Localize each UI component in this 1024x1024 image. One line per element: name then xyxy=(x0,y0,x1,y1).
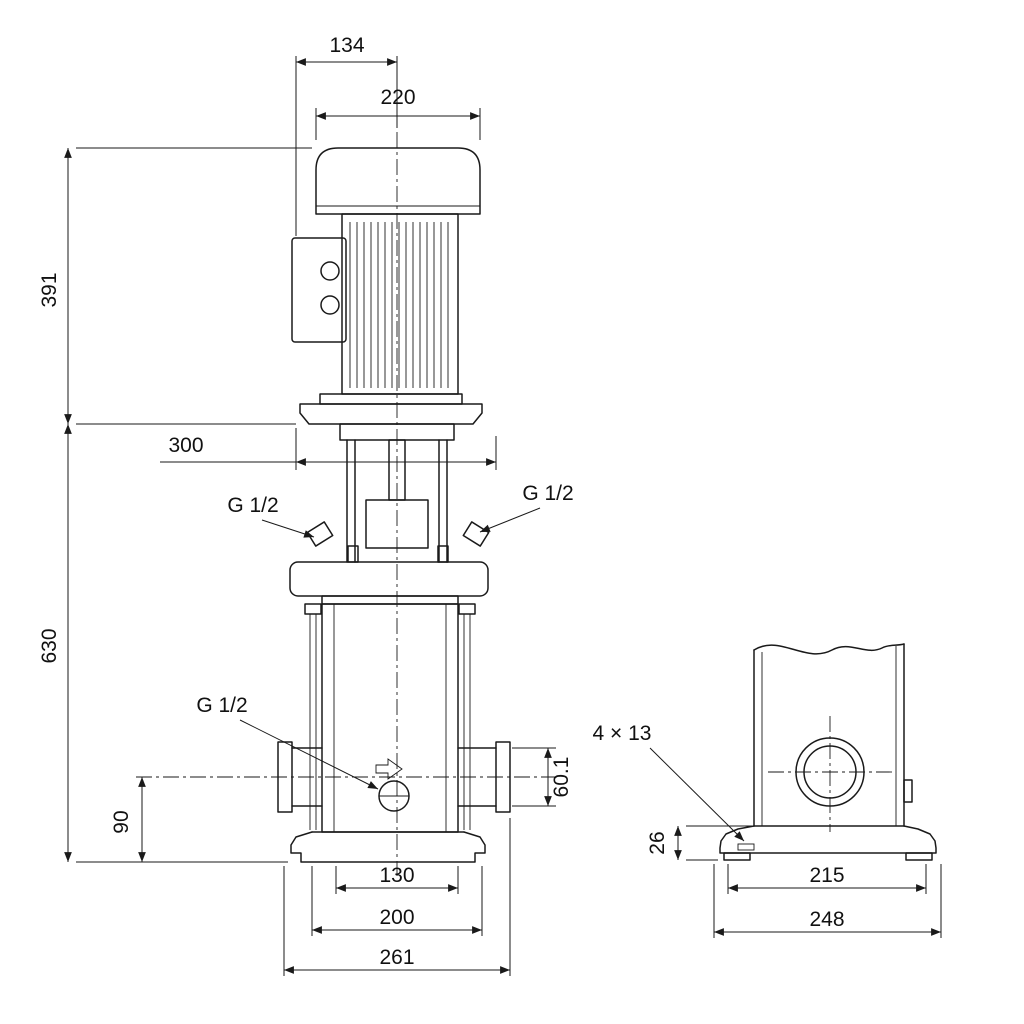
dim-200: 200 xyxy=(311,866,483,936)
dimensions: 134 220 391 630 300 90 xyxy=(38,34,942,976)
dim-134-label: 134 xyxy=(329,34,364,57)
gauge-port-left xyxy=(306,521,334,547)
base-bolt-slot xyxy=(737,843,755,851)
base-foot xyxy=(905,852,933,861)
dim-391: 391 xyxy=(38,147,312,425)
centerlines xyxy=(136,132,560,876)
dim-215: 215 xyxy=(727,864,927,894)
pump-head-flange xyxy=(289,561,489,615)
pump-base xyxy=(290,831,486,863)
pump-chamber xyxy=(309,603,471,833)
dim-60-1-label: 60.1 xyxy=(550,757,573,798)
coupling-guard xyxy=(365,499,429,549)
motor-fan-cover xyxy=(315,147,481,215)
dim-215-label: 215 xyxy=(809,864,844,887)
motor-stool xyxy=(306,423,490,563)
dim-630-label: 630 xyxy=(38,628,61,663)
dim-300-label: 300 xyxy=(168,434,203,457)
dim-261: 261 xyxy=(283,818,511,976)
dim-220: 220 xyxy=(315,86,481,140)
terminal-box xyxy=(291,237,347,343)
staybolt-nut xyxy=(458,603,476,615)
side-body xyxy=(753,643,913,827)
holes-label: 4 × 13 xyxy=(593,722,652,745)
dim-26: 26 xyxy=(646,825,752,861)
dim-391-label: 391 xyxy=(38,272,61,307)
staybolt-nut xyxy=(304,603,322,615)
dim-90: 90 xyxy=(110,777,146,862)
discharge-port xyxy=(457,741,511,813)
side-base xyxy=(719,825,937,861)
port-left-label: G 1/2 xyxy=(227,494,278,517)
base-foot xyxy=(723,852,751,861)
break-line xyxy=(753,643,905,655)
flow-direction-arrow-icon xyxy=(375,758,403,780)
motor-flange xyxy=(299,393,483,425)
dim-261-label: 261 xyxy=(379,946,414,969)
pump-front-view xyxy=(136,132,560,876)
dim-90-label: 90 xyxy=(110,810,133,833)
dim-248: 248 xyxy=(713,864,942,938)
port-right-label: G 1/2 xyxy=(522,482,573,505)
stud-bolt xyxy=(347,545,359,563)
side-port xyxy=(768,716,894,832)
dim-26-label: 26 xyxy=(646,831,669,854)
label-g12-right: G 1/2 xyxy=(479,482,574,533)
pump-side-view xyxy=(719,643,937,861)
dim-200-label: 200 xyxy=(379,906,414,929)
dim-130-label: 130 xyxy=(379,864,414,887)
dim-300: 300 xyxy=(160,428,497,470)
cable-entry-hole xyxy=(320,295,340,315)
dim-630: 630 xyxy=(38,424,288,863)
dim-220-label: 220 xyxy=(380,86,415,109)
label-base-holes: 4 × 13 xyxy=(593,722,745,842)
motor-body xyxy=(341,213,459,395)
dim-134: 134 xyxy=(295,34,398,236)
motor-cooling-fins xyxy=(349,222,449,388)
drain-plug xyxy=(375,758,410,812)
nameplate-clip xyxy=(903,779,913,803)
drain-label: G 1/2 xyxy=(196,694,247,717)
label-g12-left: G 1/2 xyxy=(227,494,315,538)
dim-248-label: 248 xyxy=(809,908,844,931)
cable-entry-hole xyxy=(320,261,340,281)
dim-130: 130 xyxy=(335,864,459,894)
dim-60-1: 60.1 xyxy=(512,747,573,807)
label-g12-drain: G 1/2 xyxy=(196,694,379,790)
gauge-port-right xyxy=(462,521,490,547)
